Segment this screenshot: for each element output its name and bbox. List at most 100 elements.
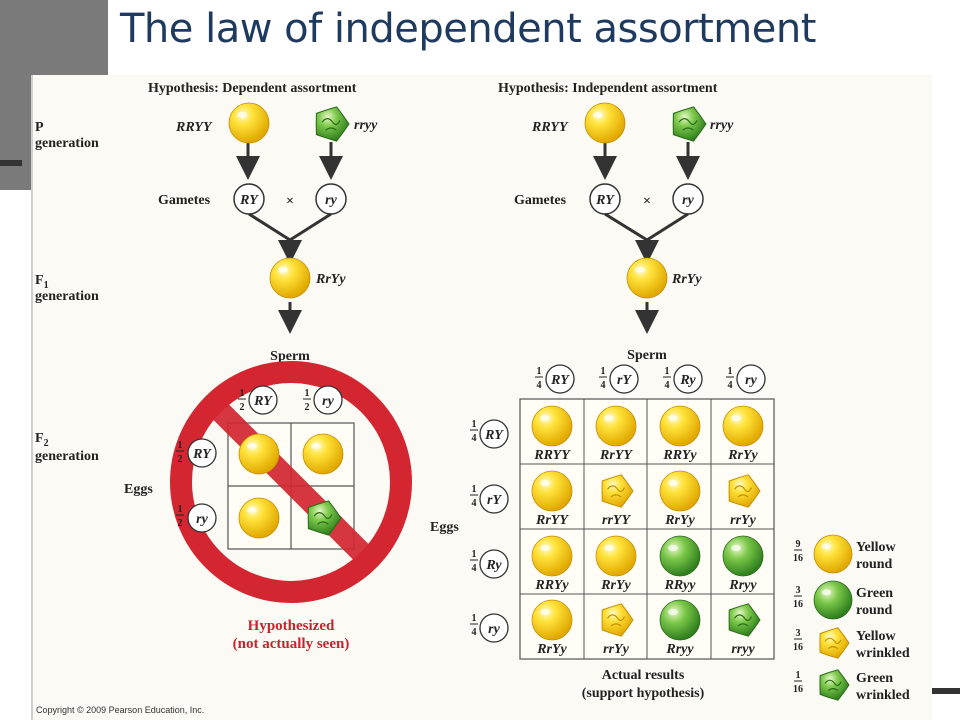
forbidden-circle bbox=[170, 361, 412, 603]
hypothesized-yellow-round-pea-icon bbox=[238, 497, 280, 539]
fraction-denominator: 2 bbox=[240, 402, 245, 413]
right-p-yellow-genotype: RRYY bbox=[531, 120, 569, 135]
gamete-circle bbox=[545, 364, 575, 394]
fraction-denominator: 4 bbox=[472, 627, 477, 638]
left-f1-genotype: RrYy bbox=[315, 272, 346, 287]
gamete-circle bbox=[673, 364, 703, 394]
offspring-genotype: Rryy bbox=[728, 578, 757, 593]
f1-yellow-round-pea-icon bbox=[626, 257, 668, 299]
fraction-numerator: 1 bbox=[601, 366, 606, 377]
offspring-genotype: RrYY bbox=[535, 513, 569, 528]
left-egg-1: RY bbox=[192, 447, 212, 462]
right-heading: Hypothesis: Independent assortment bbox=[498, 81, 718, 96]
fraction-numerator: 1 bbox=[472, 549, 477, 560]
offspring-genotype: RrYy bbox=[536, 642, 567, 657]
yellow-wrinkled-legend-icon bbox=[819, 627, 850, 659]
right-sperm-4: ry bbox=[745, 373, 757, 388]
legend-label: wrinkled bbox=[856, 646, 910, 661]
left-gamete-2: ry bbox=[325, 193, 337, 208]
left-caption-1: Hypothesized bbox=[248, 618, 335, 634]
left-p-green-genotype: rryy bbox=[354, 118, 378, 133]
offspring-yellow-round-pea-icon bbox=[659, 470, 701, 512]
right-p-green-genotype: rryy bbox=[710, 118, 734, 133]
left-sperm-1: RY bbox=[253, 394, 273, 409]
gamete-circle bbox=[479, 484, 509, 514]
left-gamete-1: RY bbox=[239, 193, 259, 208]
left-caption-2: (not actually seen) bbox=[233, 636, 350, 652]
legend-label: wrinkled bbox=[856, 688, 910, 703]
offspring-green-round-pea-icon bbox=[722, 535, 764, 577]
offspring-genotype: RrYy bbox=[600, 578, 631, 593]
gamete-circle bbox=[313, 385, 343, 415]
legend-label: Yellow bbox=[856, 629, 897, 644]
copyright-text: Copyright © 2009 Pearson Education, Inc. bbox=[36, 705, 204, 715]
offspring-yellow-round-pea-icon bbox=[595, 535, 637, 577]
right-egg-4: ry bbox=[488, 622, 500, 637]
right-f1-genotype: RrYy bbox=[671, 272, 702, 287]
gamete-circle bbox=[736, 364, 766, 394]
pea-illustrations bbox=[228, 102, 707, 539]
hypothesized-green-wrinkled-pea-icon bbox=[307, 500, 342, 536]
legend-label: Green bbox=[856, 671, 893, 686]
hypothesized-yellow-round-pea-icon bbox=[302, 433, 344, 475]
right-caption-1: Actual results bbox=[602, 668, 685, 683]
offspring-genotype: RRYy bbox=[534, 578, 569, 593]
fraction-denominator: 16 bbox=[793, 553, 803, 564]
phenotype-legend: 916Yellowround316Greenround316Yellowwrin… bbox=[793, 534, 910, 703]
right-sperm-label: Sperm bbox=[627, 348, 667, 363]
offspring-genotype: RrYy bbox=[664, 513, 695, 528]
right-sperm-1: RY bbox=[550, 373, 570, 388]
offspring-yellow-round-pea-icon bbox=[595, 405, 637, 447]
left-egg-2: ry bbox=[196, 512, 208, 527]
fraction-denominator: 2 bbox=[305, 402, 310, 413]
f2-label: F2 bbox=[35, 431, 49, 449]
merge-lines bbox=[248, 212, 332, 242]
offspring-yellow-round-pea-icon bbox=[722, 405, 764, 447]
offspring-yellow-round-pea-icon bbox=[531, 535, 573, 577]
right-p-cross: RRYY rryy Gametes RY × ry RrYy bbox=[514, 118, 734, 334]
left-sperm-2: ry bbox=[322, 394, 334, 409]
fraction-denominator: 4 bbox=[472, 563, 477, 574]
gamete-circle bbox=[187, 438, 217, 468]
offspring-yellow-wrinkled-pea-icon bbox=[728, 474, 761, 508]
right-eggs-label: Eggs bbox=[430, 520, 459, 535]
offspring-green-wrinkled-pea-icon bbox=[728, 603, 761, 637]
cross-symbol: × bbox=[286, 194, 294, 209]
offspring-genotype: rrYY bbox=[602, 513, 631, 528]
f1-label: F1 bbox=[35, 273, 49, 291]
slide-title: The law of independent assortment bbox=[120, 6, 816, 52]
right-egg-3: Ry bbox=[485, 558, 502, 573]
yellow-round-legend-icon bbox=[813, 534, 853, 574]
right-gametes-label: Gametes bbox=[514, 193, 567, 208]
fraction-numerator: 1 bbox=[796, 670, 801, 681]
fraction-denominator: 16 bbox=[793, 684, 803, 695]
left-p-cross: RRYY rryy Gametes RY × ry RrYy bbox=[158, 118, 378, 334]
forbidden-slash bbox=[205, 396, 377, 568]
legend-label: Green bbox=[856, 586, 893, 601]
fraction-denominator: 4 bbox=[537, 380, 542, 391]
left-heading: Hypothesis: Dependent assortment bbox=[148, 81, 357, 96]
fraction-denominator: 16 bbox=[793, 599, 803, 610]
cross-symbol: × bbox=[643, 194, 651, 209]
fraction-numerator: 1 bbox=[305, 388, 310, 399]
offspring-yellow-round-pea-icon bbox=[531, 599, 573, 641]
green-wrinkled-legend-icon bbox=[819, 669, 850, 701]
gamete-circle bbox=[479, 613, 509, 643]
fraction-numerator: 1 bbox=[472, 613, 477, 624]
fraction-denominator: 2 bbox=[178, 518, 183, 529]
gamete-circle bbox=[479, 419, 509, 449]
fraction-denominator: 4 bbox=[472, 498, 477, 509]
gamete-circle bbox=[609, 364, 639, 394]
fraction-numerator: 1 bbox=[537, 366, 542, 377]
offspring-yellow-round-pea-icon bbox=[531, 405, 573, 447]
decorative-line bbox=[930, 688, 960, 694]
fraction-numerator: 1 bbox=[472, 484, 477, 495]
offspring-genotype: RRYy bbox=[662, 448, 697, 463]
offspring-genotype: rrYy bbox=[730, 513, 756, 528]
fraction-denominator: 2 bbox=[178, 454, 183, 465]
legend-label: round bbox=[856, 557, 893, 572]
